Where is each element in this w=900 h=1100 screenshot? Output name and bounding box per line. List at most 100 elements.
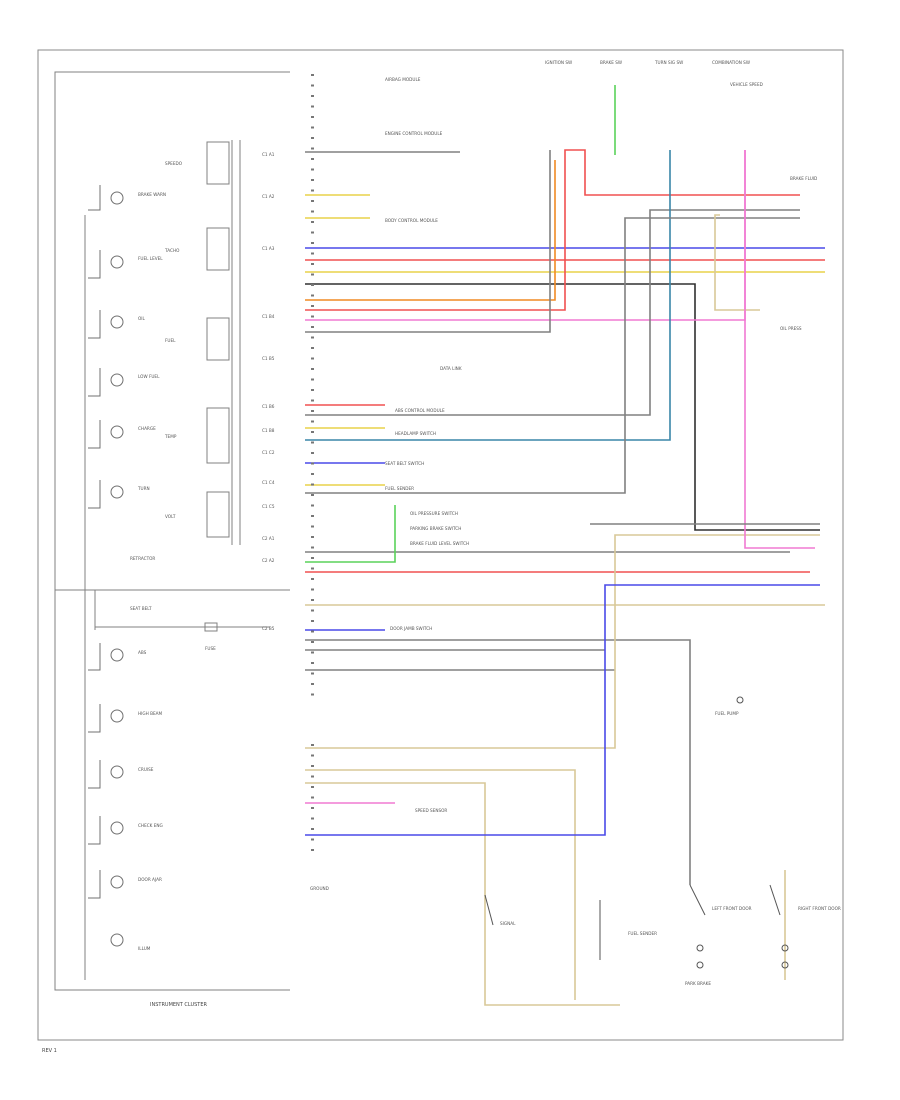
- cluster-item-label: ABS: [138, 650, 147, 655]
- connector-pin: [311, 168, 314, 171]
- connector-pin: [311, 557, 314, 559]
- connector-pin: [311, 786, 314, 788]
- connector-pin: [311, 641, 314, 643]
- pin-label: C1 C4: [262, 480, 275, 485]
- connector-pin: [311, 126, 314, 129]
- pin-label: C1 A3: [262, 246, 275, 251]
- connector-pin: [311, 462, 314, 465]
- cluster-title: INSTRUMENT CLUSTER: [150, 1002, 208, 1008]
- bottom-component-label: LEFT FRONT DOOR: [712, 906, 752, 911]
- connector-pin: [311, 84, 314, 87]
- cluster-item-labels: BRAKE WARN FUEL LEVEL OIL LOW FUEL CHARG…: [130, 192, 166, 951]
- cluster-item-label: LOW FUEL: [138, 374, 160, 379]
- connector-pin: [311, 410, 314, 412]
- connector-pin: [311, 242, 314, 244]
- connector-pin: [311, 599, 314, 601]
- connector-pin: [311, 200, 314, 202]
- pin-label: C2 A2: [262, 558, 275, 563]
- connector-pin: [311, 221, 314, 223]
- top-component-label: TURN SIG SW: [654, 60, 683, 65]
- connector-pin: [311, 336, 314, 339]
- connector-pin: [311, 651, 314, 654]
- connector-pin: [311, 515, 314, 517]
- connector-pin: [311, 74, 314, 76]
- bottom-switches: [484, 696, 789, 969]
- connector-pin: [311, 754, 314, 757]
- connector-pin: [311, 693, 314, 696]
- circuit-note: HEADLAMP SWITCH: [395, 431, 436, 436]
- connector-pin: [311, 807, 314, 809]
- right-connector-labels: BRAKE FLUID OIL PRESS FUEL PUMP VEHICLE …: [715, 82, 817, 716]
- cluster-item-label: CRUISE: [138, 767, 154, 772]
- pin-label: C2 A1: [262, 536, 275, 541]
- top-component-labels: IGNITION SW BRAKE SW TURN SIG SW COMBINA…: [545, 60, 750, 65]
- wire-run: [305, 534, 820, 749]
- connector-pin: [311, 838, 314, 841]
- connector-pin: [311, 315, 314, 318]
- connector-pin: [311, 147, 314, 150]
- wire-harness: [305, 85, 825, 1006]
- circuit-note: SPEED SENSOR: [415, 808, 447, 813]
- connector-pin: [311, 452, 314, 454]
- connector-pin: [311, 504, 314, 507]
- text-labels: INSTRUMENT CLUSTER REV 1 FUSE BRAKE WARN…: [42, 60, 841, 1054]
- right-connector-label: BRAKE FLUID: [790, 176, 817, 181]
- pin-label: C1 A2: [262, 194, 275, 199]
- cluster-item-label: DOOR AJAR: [138, 877, 162, 882]
- diagram-frame: [37, 49, 844, 1041]
- connector-pin: [311, 158, 314, 160]
- connector-pin: [311, 609, 314, 612]
- connector-pin: [311, 662, 314, 664]
- right-connector-label: VEHICLE SPEED: [730, 82, 763, 87]
- circuit-note: GROUND: [310, 886, 329, 891]
- connector-pin: [311, 796, 314, 799]
- connector-pin: [311, 252, 314, 255]
- connector-pin: [311, 179, 314, 181]
- connector-pin: [311, 578, 314, 580]
- pin-label: C1 A1: [262, 152, 275, 157]
- connector-pin: [311, 389, 314, 391]
- connector-pin: [311, 189, 314, 192]
- connector-pin: [311, 630, 314, 633]
- connector-pin: [311, 431, 314, 433]
- cluster-item-label: CHARGE: [138, 426, 156, 431]
- wire-run: [744, 150, 815, 549]
- pin-label: C1 B5: [262, 356, 275, 361]
- wire-run: [714, 214, 760, 311]
- circuit-note: SIGNAL: [500, 921, 516, 926]
- top-component-label: COMBINATION SW: [712, 60, 750, 65]
- connector-pin: [311, 683, 314, 685]
- wire-run: [305, 209, 800, 416]
- connector-pin: [311, 775, 314, 778]
- circuit-note: OIL PRESSURE SWITCH: [410, 511, 458, 516]
- gauge-label: TACHO: [164, 248, 180, 253]
- connector-pins: [311, 74, 314, 851]
- circuit-note: PARKING BRAKE SWITCH: [410, 526, 461, 531]
- wire-run: [305, 639, 691, 885]
- connector-pin: [311, 357, 314, 360]
- connector-pin: [311, 399, 314, 402]
- pin-label: C1 B6: [262, 404, 275, 409]
- wire-run: [305, 160, 556, 301]
- circuit-note: BRAKE FLUID LEVEL SWITCH: [410, 541, 469, 546]
- connector-pin: [311, 672, 314, 675]
- cluster-item-label: CHECK ENG: [138, 823, 163, 828]
- wire-run: [305, 217, 800, 494]
- connector-pin: [311, 347, 314, 349]
- top-component-label: IGNITION SW: [545, 60, 572, 65]
- circuit-note: AIRBAG MODULE: [385, 77, 421, 82]
- connector-pin: [311, 828, 314, 830]
- wire-run: [305, 150, 746, 321]
- circuit-note: ENGINE CONTROL MODULE: [385, 131, 443, 136]
- gauge-labels: SPEEDO TACHO FUEL TEMP VOLT: [164, 161, 183, 519]
- connector-pin: [311, 588, 314, 591]
- connector-pin: [311, 294, 314, 297]
- pin-label: C2 B5: [262, 626, 275, 631]
- circuit-note: DATA LINK: [440, 366, 462, 371]
- cluster-item-label: FUEL LEVEL: [138, 256, 163, 261]
- connector-pin: [311, 368, 314, 370]
- connector-pin: [311, 620, 314, 622]
- connector-pin: [311, 525, 314, 528]
- wire-run: [305, 505, 396, 563]
